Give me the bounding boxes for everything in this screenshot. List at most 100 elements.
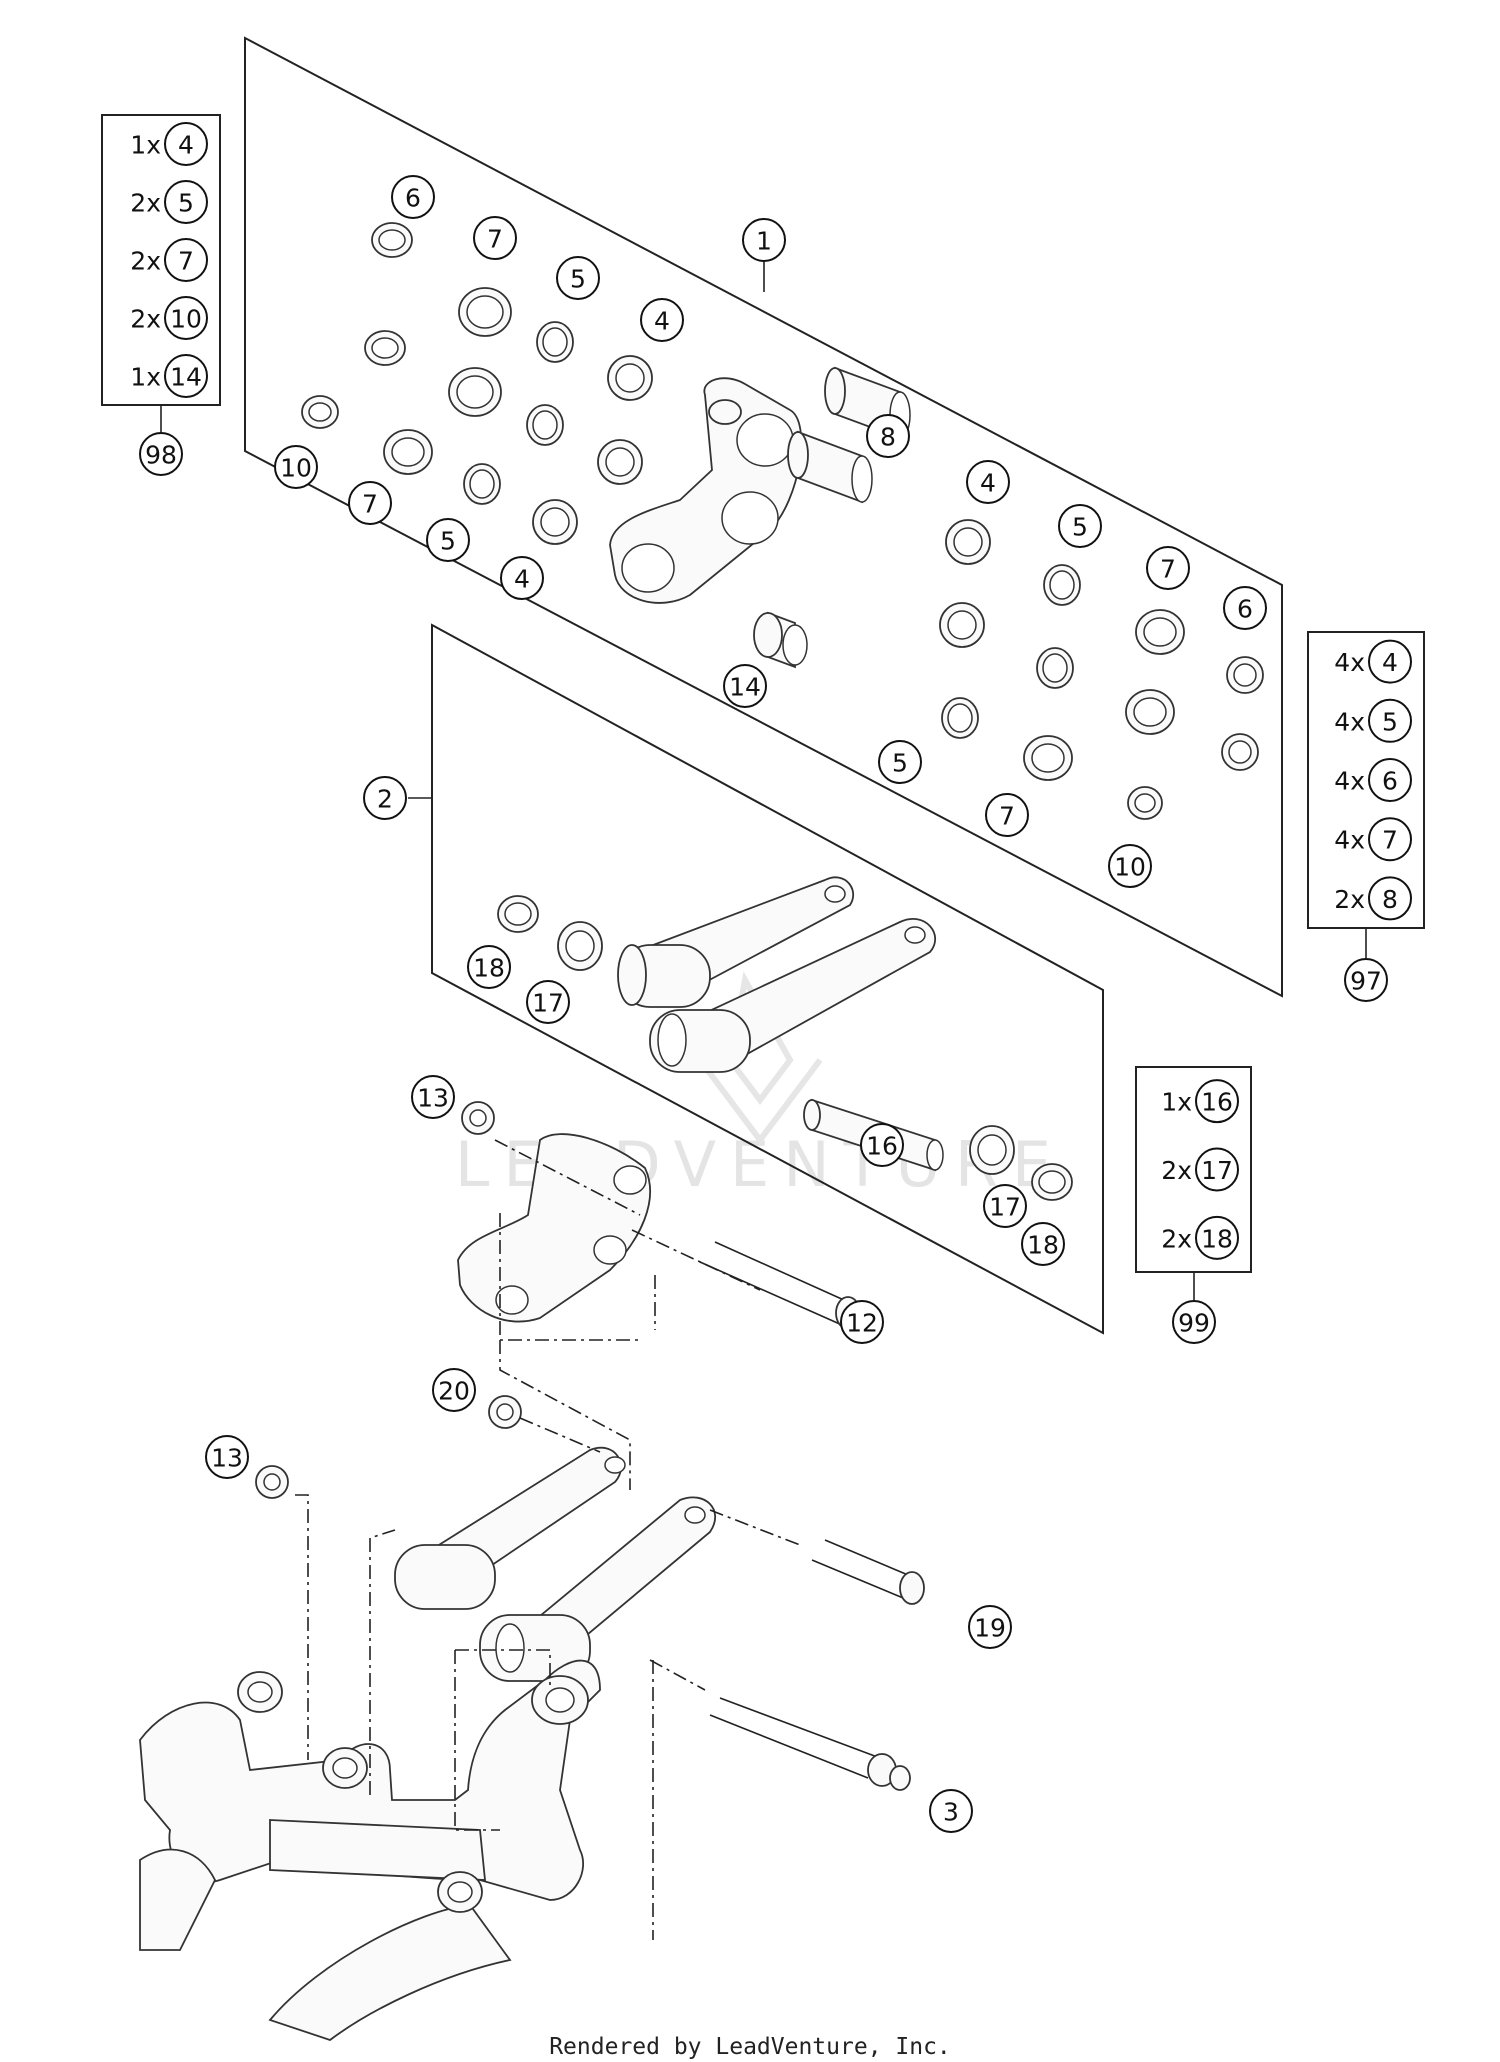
callout-circle bbox=[968, 1605, 1012, 1649]
callout-number: 5 bbox=[570, 265, 586, 294]
callout-circle bbox=[426, 518, 470, 562]
callout-circle bbox=[929, 1789, 973, 1833]
callout-c-5c: 5 bbox=[1058, 504, 1102, 548]
callout-circle bbox=[363, 776, 407, 820]
callout-number: 3 bbox=[943, 1798, 959, 1827]
kit-item: 2x 7 bbox=[130, 238, 208, 282]
callout-circle bbox=[139, 432, 183, 476]
bushing-part bbox=[939, 519, 991, 648]
kit-item-quantity: 2x bbox=[130, 247, 161, 276]
callout-c-7d: 7 bbox=[985, 793, 1029, 837]
callout-circle bbox=[556, 256, 600, 300]
callout-c-13b: 13 bbox=[205, 1435, 249, 1479]
callout-c-7b: 7 bbox=[348, 481, 392, 525]
callout-circle bbox=[500, 556, 544, 600]
bushing-part bbox=[532, 355, 653, 545]
kit-item-part: 5 bbox=[164, 180, 208, 224]
kit-item-quantity: 2x bbox=[130, 305, 161, 334]
callout-number: 2 bbox=[377, 785, 393, 814]
callout-number: 13 bbox=[211, 1444, 243, 1473]
callout-number: 16 bbox=[866, 1132, 898, 1161]
callout-c-2: 2 bbox=[363, 776, 407, 820]
seal-ring-part bbox=[301, 222, 413, 429]
kit-item-quantity: 4x bbox=[1334, 826, 1365, 855]
callout-number: 18 bbox=[1027, 1231, 1059, 1260]
kit-item-part: 10 bbox=[164, 296, 208, 340]
callout-circle bbox=[1146, 546, 1190, 590]
callout-number: 10 bbox=[170, 305, 202, 334]
callout-c-7a: 7 bbox=[473, 216, 517, 260]
callout-c-18a: 18 bbox=[467, 945, 511, 989]
callout-c-12: 12 bbox=[840, 1300, 884, 1344]
callout-circle bbox=[983, 1184, 1027, 1228]
pull-rod-part bbox=[394, 1447, 716, 1682]
callout-number: 10 bbox=[280, 454, 312, 483]
rocker-link-part bbox=[609, 377, 803, 604]
callout-c-6a: 6 bbox=[391, 175, 435, 219]
kit-2-parts bbox=[497, 876, 1073, 1201]
kit-item-quantity: 2x bbox=[1334, 885, 1365, 914]
callout-circle bbox=[411, 1075, 455, 1119]
callout-number: 99 bbox=[1178, 1309, 1210, 1338]
kit-item-part: 4 bbox=[164, 122, 208, 166]
callout-circle bbox=[1368, 817, 1412, 862]
callout-number: 5 bbox=[178, 189, 194, 218]
kit-2-panel bbox=[431, 623, 1104, 1335]
footer-credit: Rendered by LeadVenture, Inc. bbox=[549, 2034, 951, 2060]
callout-circle bbox=[1344, 958, 1388, 1002]
callout-c-17b: 17 bbox=[983, 1184, 1027, 1228]
callout-number: 19 bbox=[974, 1614, 1006, 1643]
callout-number: 97 bbox=[1350, 967, 1382, 996]
washer-part bbox=[941, 564, 1081, 739]
callout-number: 4 bbox=[178, 131, 194, 160]
callout-circle bbox=[966, 460, 1010, 504]
callout-number: 7 bbox=[1382, 826, 1398, 855]
callout-circle bbox=[473, 216, 517, 260]
kit-item-part: 4 bbox=[1368, 639, 1412, 684]
callout-number: 7 bbox=[362, 490, 378, 519]
callout-number: 13 bbox=[417, 1084, 449, 1113]
pull-rod-part bbox=[617, 876, 936, 1073]
kit-item-quantity: 1x bbox=[130, 131, 161, 160]
callout-number: 18 bbox=[473, 954, 505, 983]
callout-circle bbox=[1368, 876, 1412, 921]
callout-number: 6 bbox=[405, 184, 421, 213]
callout-circle bbox=[640, 298, 684, 342]
callout-number: 14 bbox=[729, 673, 761, 702]
kit-item-part: 14 bbox=[164, 354, 208, 398]
callout-number: 5 bbox=[892, 749, 908, 778]
callout-circle bbox=[1368, 758, 1412, 802]
callout-circle bbox=[1195, 1215, 1239, 1260]
callout-c-4b: 4 bbox=[500, 556, 544, 600]
callout-circle bbox=[164, 296, 208, 340]
washer-part bbox=[463, 321, 574, 505]
callout-number: 20 bbox=[438, 1377, 470, 1406]
callout-circle bbox=[866, 414, 910, 458]
kit-item-quantity: 2x bbox=[1161, 1224, 1192, 1253]
callout-number: 8 bbox=[880, 423, 896, 452]
bearing-part bbox=[383, 287, 512, 475]
kit-item-part: 16 bbox=[1195, 1079, 1239, 1124]
callout-number: 6 bbox=[1382, 767, 1398, 796]
callout-number: 7 bbox=[178, 247, 194, 276]
kit-item-part: 7 bbox=[164, 238, 208, 282]
assembly-parts bbox=[139, 1101, 925, 2042]
callout-circle bbox=[1195, 1079, 1239, 1124]
callout-number: 16 bbox=[1201, 1088, 1233, 1117]
callout-c-5d: 5 bbox=[878, 740, 922, 784]
callout-c-8: 8 bbox=[866, 414, 910, 458]
kit-item-quantity: 4x bbox=[1334, 707, 1365, 736]
callout-c-5a: 5 bbox=[556, 256, 600, 300]
callout-number: 10 bbox=[1114, 853, 1146, 882]
